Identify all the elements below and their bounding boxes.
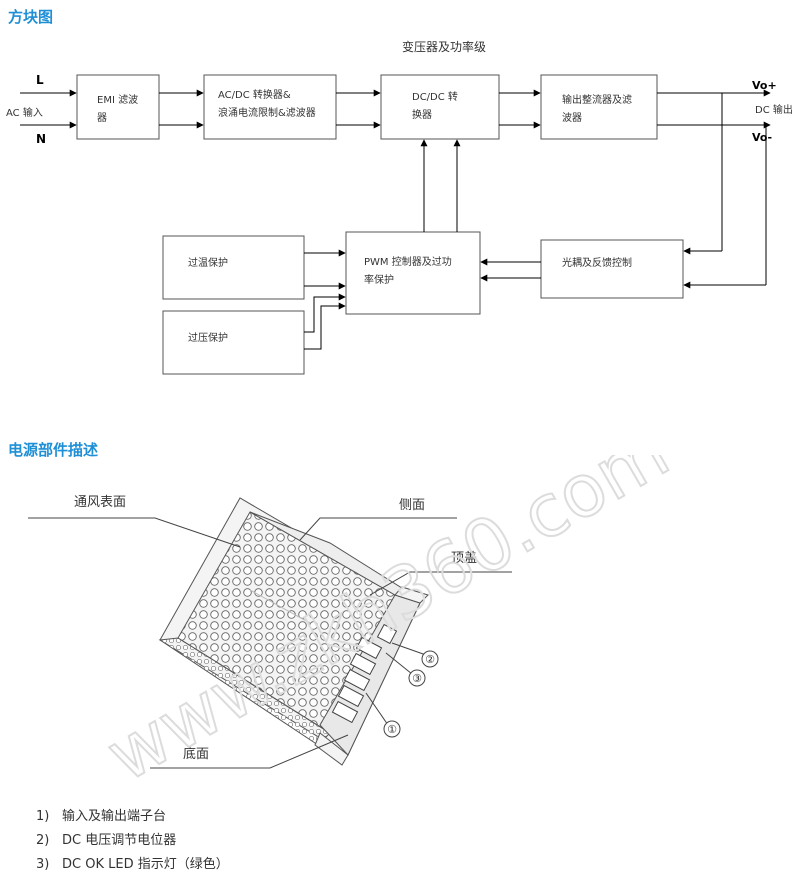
emi-filter-block: EMI 滤波 器: [76, 74, 160, 140]
top-cover-label: 顶盖: [451, 551, 477, 566]
output-pos-label: Vo+: [752, 79, 777, 92]
block-diagram: 变压器及功率级 L N AC 输入 EMI 滤波 器 AC/DC 转换器& 浪涌…: [6, 39, 793, 375]
callout-2: ②: [421, 650, 439, 668]
ac-input-label: AC 输入: [6, 106, 43, 119]
side-label: 侧面: [399, 498, 425, 513]
parts-diagram: 通风表面 侧面 顶盖 底面 ② ③ ① www.zkh360.com: [28, 455, 683, 795]
parts-list-item: 3) DC OK LED 指示灯（绿色）: [36, 853, 229, 872]
rect-line2: 波器: [562, 111, 582, 124]
callout-1-text: ①: [387, 723, 397, 736]
parts-list-item: 1) 输入及输出端子台: [36, 805, 166, 824]
pwm-line2: 率保护: [364, 273, 394, 286]
callout-2-text: ②: [425, 653, 435, 666]
acdc-line2: 浪涌电流限制&滤波器: [218, 106, 316, 119]
rectifier-block: 输出整流器及滤 波器: [540, 74, 658, 140]
callout-1: ①: [383, 720, 401, 738]
rect-line1: 输出整流器及滤: [562, 93, 632, 106]
callout-3-text: ③: [412, 672, 422, 685]
parts-title: 电源部件描述: [8, 441, 99, 459]
item-text: 输入及输出端子台: [62, 809, 167, 824]
leader-lines: [28, 517, 512, 769]
dcdc-converter-block: DC/DC 转 换器: [380, 74, 500, 140]
transformer-label: 变压器及功率级: [402, 39, 486, 54]
bottom-label: 底面: [183, 746, 209, 762]
optocoupler-block: 光耦及反馈控制: [540, 239, 684, 299]
ovp-line1: 过压保护: [188, 331, 228, 344]
input-line-label: L: [36, 73, 44, 87]
callout-3: ③: [408, 669, 426, 687]
dcdc-line2: 换器: [412, 108, 432, 121]
acdc-line1: AC/DC 转换器&: [218, 88, 291, 101]
emi-line1: EMI 滤波: [97, 93, 138, 106]
opto-line1: 光耦及反馈控制: [562, 256, 632, 269]
item-number: 2): [36, 833, 50, 848]
over-temp-block: 过温保护: [162, 235, 305, 300]
item-text: DC 电压调节电位器: [62, 833, 177, 848]
parts-list: 1) 输入及输出端子台 2) DC 电压调节电位器 3) DC OK LED 指示灯（…: [36, 805, 436, 875]
acdc-converter-block: AC/DC 转换器& 浪涌电流限制&滤波器: [203, 74, 337, 140]
input-neutral-label: N: [36, 132, 46, 146]
over-voltage-block: 过压保护: [162, 310, 305, 375]
dc-output-label: DC 输出: [755, 103, 793, 116]
vent-surface-label: 通风表面: [74, 495, 126, 510]
block-diagram-title: 方块图: [8, 8, 54, 26]
item-number: 1): [36, 809, 50, 824]
pwm-controller-block: PWM 控制器及过功 率保护: [345, 231, 481, 315]
power-supply-drawing: [158, 497, 429, 766]
pwm-line1: PWM 控制器及过功: [364, 255, 452, 268]
otp-line1: 过温保护: [188, 256, 228, 269]
dcdc-line1: DC/DC 转: [412, 90, 458, 103]
emi-line2: 器: [97, 112, 107, 124]
item-text: DC OK LED 指示灯（绿色）: [62, 857, 229, 872]
parts-list-item: 2) DC 电压调节电位器: [36, 829, 176, 848]
output-neg-label: Vo-: [752, 131, 772, 144]
connectors: [20, 89, 771, 350]
item-number: 3): [36, 857, 50, 872]
